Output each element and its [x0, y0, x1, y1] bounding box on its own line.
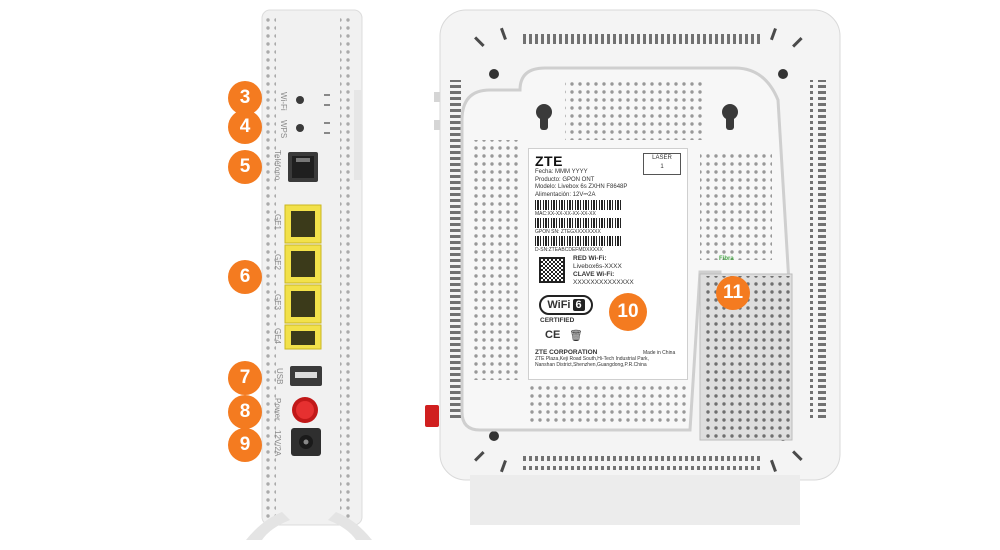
barcode: [535, 200, 623, 210]
callout-4: 4: [228, 110, 262, 144]
ce-mark: CE: [545, 329, 561, 341]
laser-class: 1: [660, 164, 664, 170]
ge3-label: GE3: [273, 294, 282, 311]
wifi-gen: 6: [572, 299, 585, 311]
wifi-credentials: RED Wi-Fi: Livebox6s-XXXX CLAVE Wi-Fi: X…: [573, 255, 634, 287]
fibra-label: Fibra: [719, 256, 734, 262]
callout-9: 9: [228, 428, 262, 462]
dc-in-label: 12V/2A: [273, 430, 282, 457]
callout-7: 7: [228, 361, 262, 395]
usb-label: USB: [275, 368, 284, 385]
zte-logo: ZTE: [535, 153, 563, 169]
ethernet-ports: [284, 204, 322, 350]
callout-10: 10: [609, 293, 647, 331]
label-model: Modelo: Livebox 6s ZXHN F8648P: [535, 184, 628, 190]
usb-port[interactable]: [290, 366, 322, 386]
ge4-label: GE4: [273, 328, 282, 345]
telephone-port[interactable]: [288, 152, 318, 182]
weee-bin-icon: 🗑: [569, 330, 583, 342]
wifi-key: XXXXXXXXXXXXXX: [573, 279, 634, 286]
wifi-logo-text: WiFi: [547, 299, 571, 311]
power-jack[interactable]: [291, 428, 321, 456]
laser-text: LASER: [652, 155, 672, 161]
label-product: Producto: GPON ONT: [535, 176, 595, 183]
laser-warning: LASER 1: [643, 153, 681, 175]
callout-6: 6: [228, 260, 262, 294]
address-line-1: ZTE Plaza,Keji Road South,Hi-Tech Indust…: [535, 356, 649, 362]
wifi-label: Wi-Fi: [279, 92, 288, 111]
fiber-compartment[interactable]: [699, 273, 793, 441]
ge1-label: GE1: [273, 214, 282, 231]
callout-3: 3: [228, 81, 262, 115]
callout-8: 8: [228, 395, 262, 429]
label-d-sn: D-SN:ZTEABCDEFMDXXXXX: [535, 247, 603, 253]
wps-button[interactable]: [296, 124, 304, 132]
callout-5: 5: [228, 150, 262, 184]
product-label-sticker: ZTE LASER 1 Fecha: MMM YYYY Producto: GP…: [528, 148, 688, 380]
label-power: Alimentación: 12V⎓2A: [535, 191, 596, 198]
corporation-name: ZTE CORPORATION: [535, 349, 598, 356]
wifi-key-label: CLAVE Wi-Fi:: [573, 271, 615, 278]
wifi-ssid: Livebox6s-XXXX: [573, 263, 622, 270]
barcode: [535, 218, 623, 228]
label-gpon-sn: GPON SN: ZTEGXXXXXXXX: [535, 229, 601, 235]
router-side-view: [246, 9, 372, 540]
wifi-ssid-label: RED Wi-Fi:: [573, 255, 607, 262]
made-in: Made in China: [643, 350, 676, 356]
wps-label: WPS: [279, 120, 288, 139]
manufacturer-info: ZTE CORPORATION ZTE Plaza,Keji Road Sout…: [535, 349, 649, 368]
power-button[interactable]: [292, 397, 318, 423]
wifi-button[interactable]: [296, 96, 304, 104]
callout-11: 11: [716, 276, 750, 310]
label-date: Fecha: MMM YYYY: [535, 169, 588, 175]
address-line-2: Nanshan District,Shenzhen,Guangdong,P.R.…: [535, 362, 647, 368]
certified-text: CERTIFIED: [540, 317, 575, 324]
barcode: [535, 236, 623, 246]
ge2-label: GE2: [273, 254, 282, 271]
qr-code: [539, 257, 565, 283]
telephone-label: Teléfono: [273, 150, 282, 181]
label-mac: MAC:XX-XX-XX-XX-XX-XX: [535, 211, 596, 217]
power-label: Power: [273, 398, 282, 421]
